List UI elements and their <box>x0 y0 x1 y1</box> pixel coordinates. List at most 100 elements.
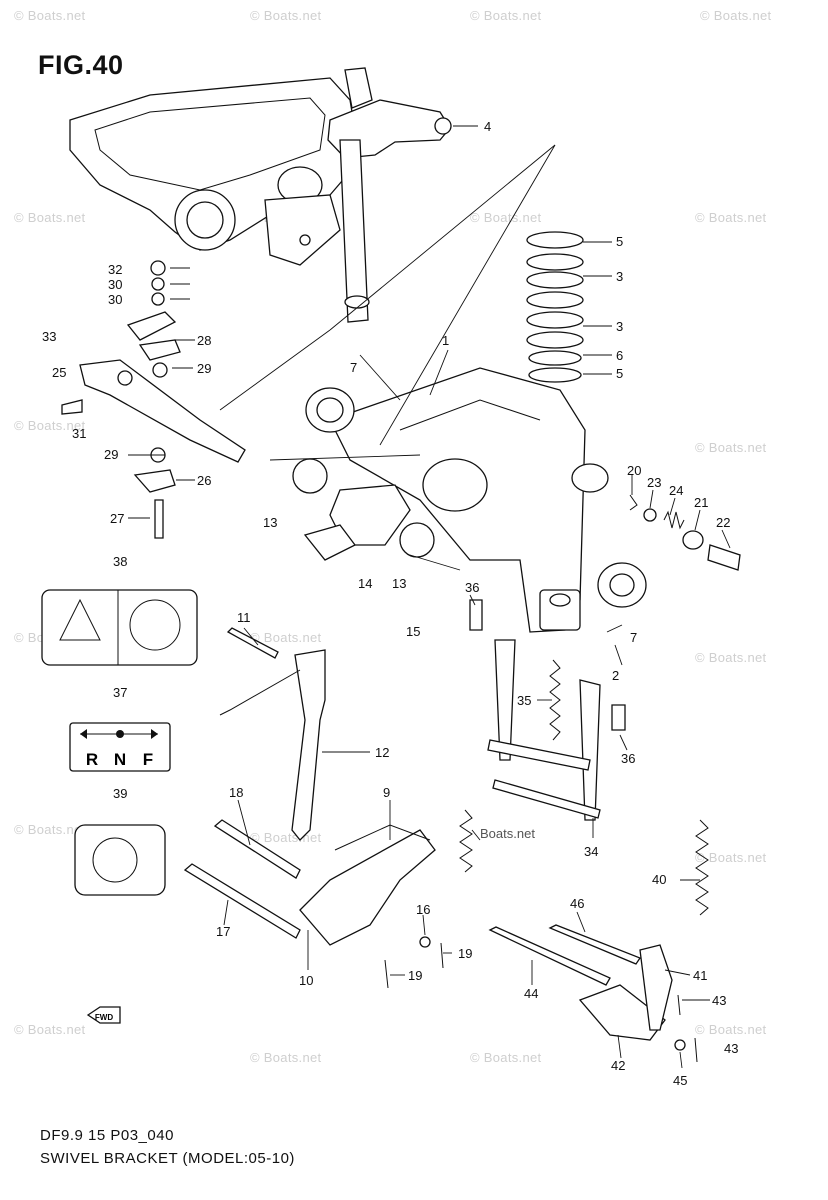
callout-36: 36 <box>621 751 635 766</box>
spring-part <box>549 659 561 741</box>
fwd-arrow-icon <box>86 1006 121 1024</box>
shaft-part <box>488 926 611 986</box>
callout-38: 38 <box>113 554 127 569</box>
decal-letter: R <box>86 750 98 769</box>
callout-37: 37 <box>113 685 127 700</box>
callout-27: 27 <box>110 511 124 526</box>
callout-43: 43 <box>712 993 726 1008</box>
callout-29: 29 <box>197 361 211 376</box>
watermark: © Boats.net <box>695 210 767 225</box>
watermark: © Boats.net <box>700 8 772 23</box>
callout-2: 2 <box>612 668 619 683</box>
watermark: © Boats.net <box>250 630 322 645</box>
callout-36: 36 <box>465 580 479 595</box>
shaft-part <box>492 779 601 819</box>
callout-46: 46 <box>570 896 584 911</box>
bolt-part <box>469 599 483 631</box>
callout-17: 17 <box>216 924 230 939</box>
watermark: © Boats.net <box>14 822 86 837</box>
callout-22: 22 <box>716 515 730 530</box>
watermark: © Boats.net <box>470 8 542 23</box>
callout-12: 12 <box>375 745 389 760</box>
callout-16: 16 <box>416 902 430 917</box>
swivel-bracket-part <box>329 367 609 633</box>
bushing-part <box>399 522 435 558</box>
bushing-part <box>292 458 328 494</box>
diagram-caption: SWIVEL BRACKET (MODEL:05-10) <box>40 1150 295 1167</box>
bolt-part <box>707 544 741 571</box>
callout-25: 25 <box>52 365 66 380</box>
callout-29: 29 <box>104 447 118 462</box>
clamp-bracket-part <box>69 77 361 266</box>
callout-43: 43 <box>724 1041 738 1056</box>
callout-28: 28 <box>197 333 211 348</box>
callout-4: 4 <box>484 119 491 134</box>
callout-14: 14 <box>358 576 372 591</box>
callout-33: 33 <box>42 329 56 344</box>
spring-part <box>695 819 709 916</box>
decal-letter: N <box>114 750 126 769</box>
callout-30: 30 <box>108 292 122 307</box>
plate-part <box>303 524 356 561</box>
callout-26: 26 <box>197 473 211 488</box>
tilt-lock-lever-part <box>579 679 601 821</box>
caution-decal-part <box>74 824 166 896</box>
watermark: © Boats.net <box>14 8 86 23</box>
pin-part <box>440 942 444 969</box>
pin-part <box>677 994 681 1016</box>
shaft-part <box>226 627 279 659</box>
watermark: © Boats.net <box>250 1050 322 1065</box>
washer-part <box>674 1039 686 1051</box>
watermark: © Boats.net <box>14 210 86 225</box>
callout-41: 41 <box>693 968 707 983</box>
callout-6: 6 <box>616 348 623 363</box>
callout-5: 5 <box>616 366 623 381</box>
callout-31: 31 <box>72 426 86 441</box>
pin-part <box>694 1037 698 1063</box>
pin-part <box>384 959 389 989</box>
callout-10: 10 <box>299 973 313 988</box>
fwd-label: FWD <box>95 1013 113 1022</box>
callout-45: 45 <box>673 1073 687 1088</box>
shift-decal-part <box>69 722 171 772</box>
callout-1: 1 <box>442 333 449 348</box>
shaft-part <box>487 739 591 771</box>
watermark: © Boats.net <box>250 8 322 23</box>
callout-32: 32 <box>108 262 122 277</box>
plate-part <box>329 484 411 546</box>
callout-13: 13 <box>263 515 277 530</box>
callout-40: 40 <box>652 872 666 887</box>
callout-35: 35 <box>517 693 531 708</box>
steering-tube-part <box>327 67 452 323</box>
bolt-part <box>213 819 301 879</box>
clip-part <box>629 494 638 511</box>
callout-3: 3 <box>616 319 623 334</box>
link-part <box>291 649 326 841</box>
warning-decal-part <box>41 589 198 666</box>
callout-13: 13 <box>392 576 406 591</box>
callout-23: 23 <box>647 475 661 490</box>
watermark: © Boats.net <box>14 1022 86 1037</box>
washer-part <box>419 936 431 948</box>
callout-7: 7 <box>630 630 637 645</box>
bolt-part <box>183 863 301 939</box>
spring-part <box>663 510 685 530</box>
watermark: © Boats.net <box>695 440 767 455</box>
callout-44: 44 <box>524 986 538 1001</box>
figure-title: FIG.40 <box>38 50 124 80</box>
watermark: © Boats.net <box>695 650 767 665</box>
callout-21: 21 <box>694 495 708 510</box>
shaft-part <box>548 924 641 965</box>
center-watermark: Boats.net <box>480 826 535 841</box>
shift-bracket-part <box>299 829 436 946</box>
callout-11: 11 <box>237 610 251 625</box>
watermark: © Boats.net <box>14 418 86 433</box>
callout-30: 30 <box>108 277 122 292</box>
callout-24: 24 <box>669 483 683 498</box>
callout-42: 42 <box>611 1058 625 1073</box>
callout-20: 20 <box>627 463 641 478</box>
tilt-lock-lever-part <box>494 639 516 761</box>
callout-5: 5 <box>616 234 623 249</box>
callout-39: 39 <box>113 786 127 801</box>
